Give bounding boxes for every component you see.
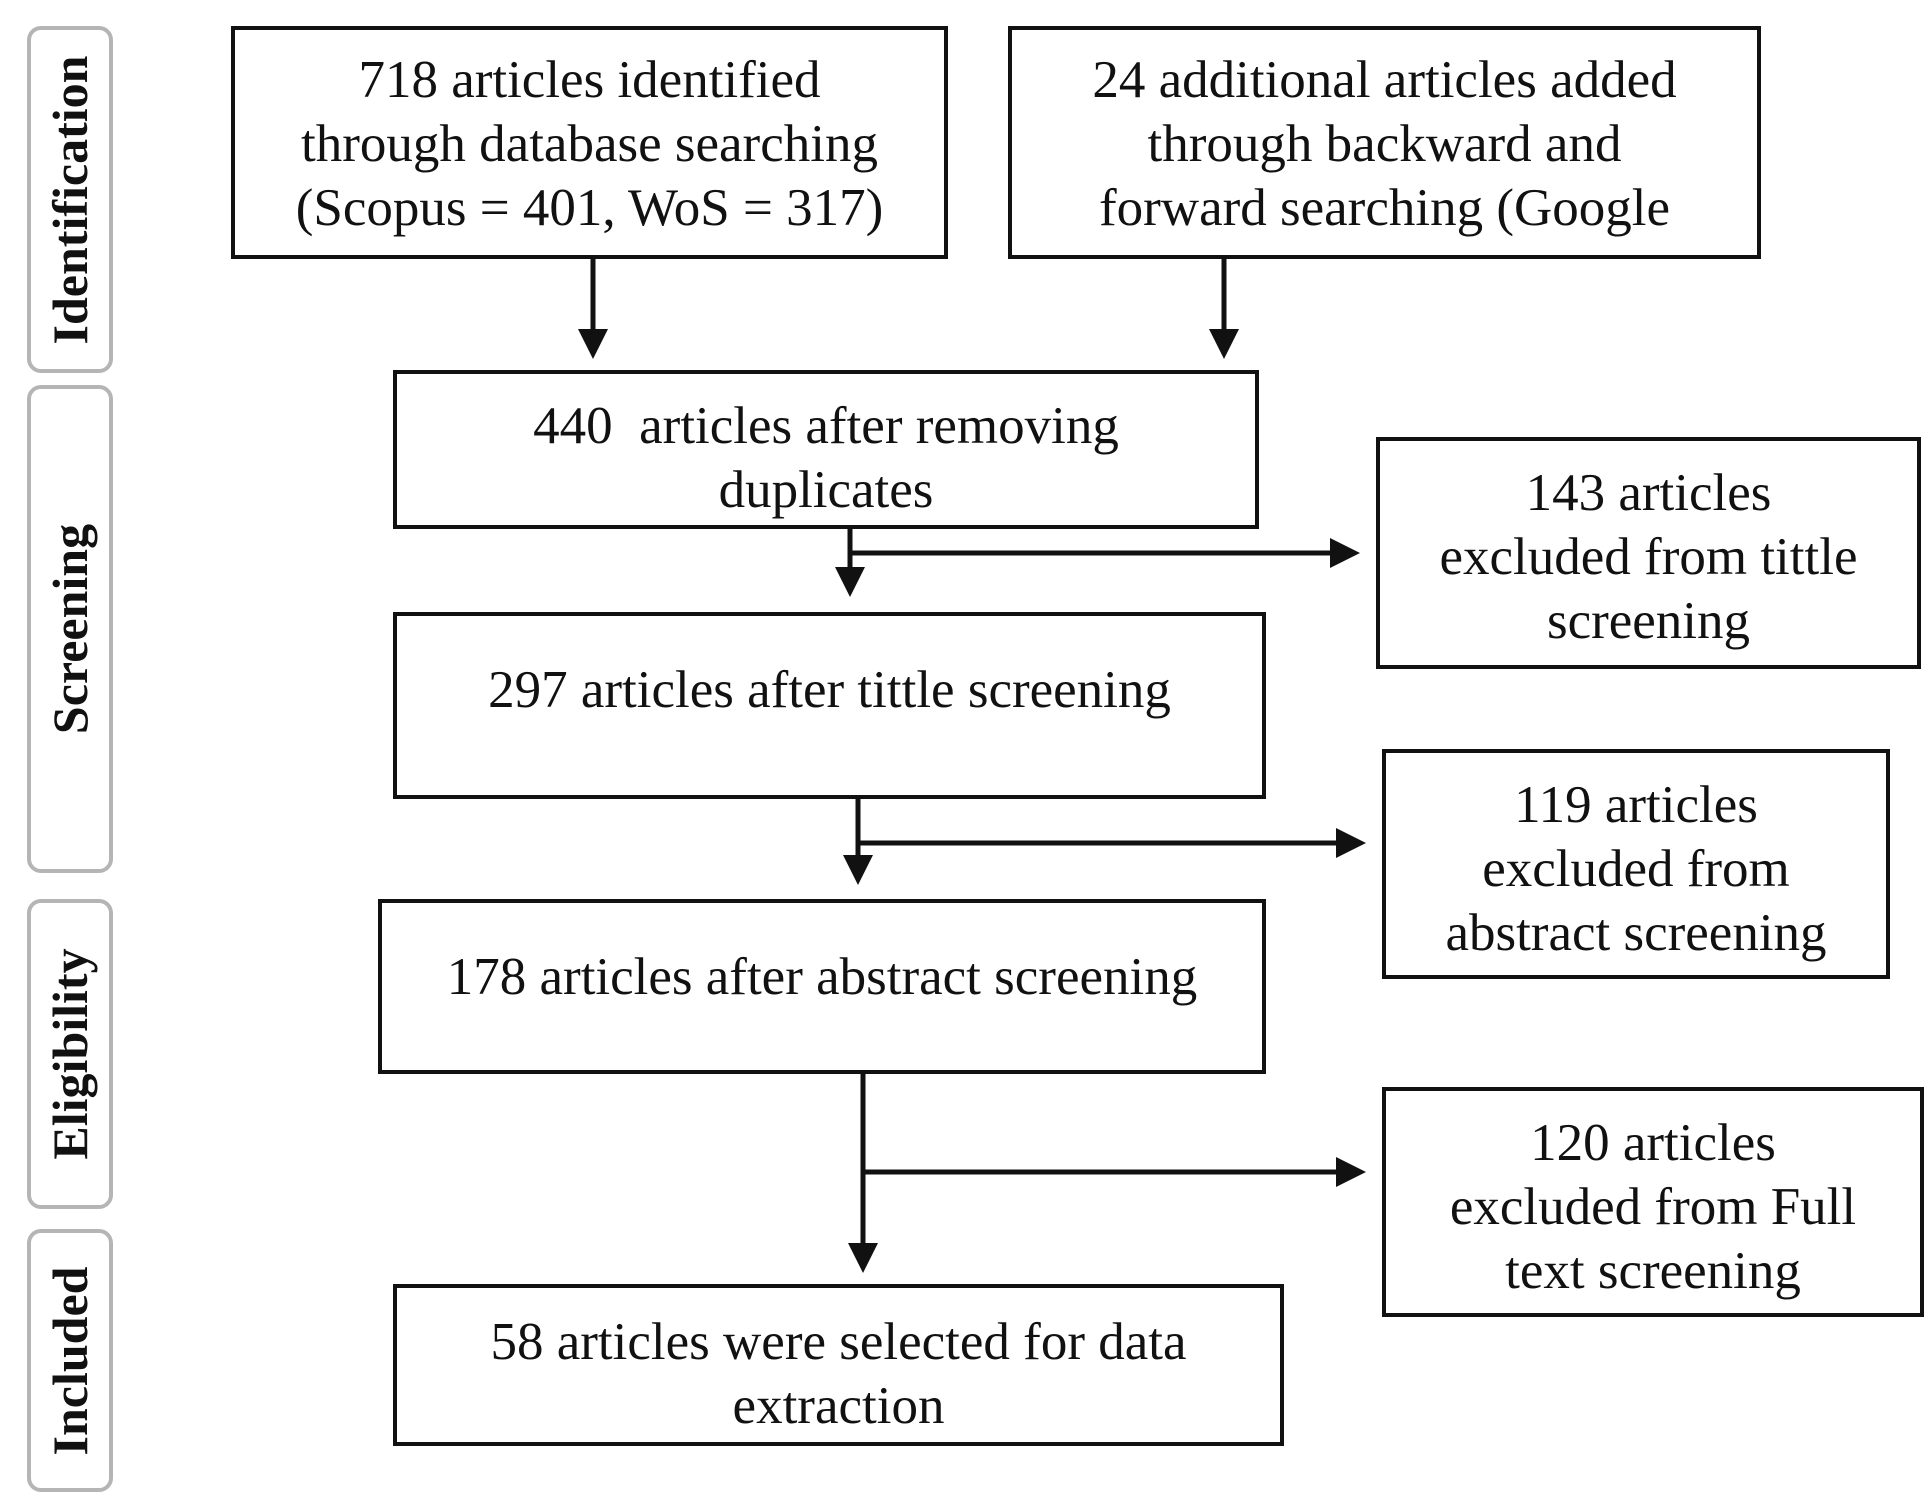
box-text-line: 178 articles after abstract screening	[446, 948, 1198, 1006]
box-text-line: forward searching (Google	[1099, 179, 1670, 237]
box-excluded-fulltext: 120 articles excluded from Full text scr…	[1382, 1087, 1924, 1317]
box-text-line: 440 articles after removing	[533, 397, 1119, 455]
stage-included: Included	[27, 1229, 113, 1492]
box-after-title: 297 articles after tittle screening	[393, 612, 1266, 799]
box-text-line: 120 articles	[1530, 1114, 1776, 1172]
stage-eligibility: Eligibility	[27, 899, 113, 1209]
box-text-line: 24 additional articles added	[1092, 51, 1677, 109]
box-selected: 58 articles were selected for data extra…	[393, 1284, 1284, 1446]
box-excluded-abstract: 119 articles excluded from abstract scre…	[1382, 749, 1890, 979]
box-text-line: 297 articles after tittle screening	[488, 661, 1171, 719]
box-text-line: duplicates	[718, 461, 934, 519]
box-text-line: through backward and	[1147, 115, 1622, 173]
box-text-line: 119 articles	[1514, 776, 1758, 834]
stage-identification: Identification	[27, 26, 113, 373]
box-text-line: excluded from tittle	[1439, 528, 1858, 586]
box-after-abstract: 178 articles after abstract screening	[378, 899, 1266, 1074]
box-text-line: through database searching	[301, 115, 878, 173]
box-text-line: (Scopus = 401, WoS = 317)	[295, 179, 884, 237]
box-text-line: excluded from Full	[1449, 1178, 1857, 1236]
box-text-line: screening	[1546, 592, 1751, 650]
box-text-line: 58 articles were selected for data	[490, 1313, 1187, 1371]
box-text-line: 718 articles identified	[358, 51, 821, 109]
box-text-line: excluded from	[1482, 840, 1790, 898]
box-additional-search: 24 additional articles added through bac…	[1008, 26, 1761, 259]
stage-screening: Screening	[27, 385, 113, 873]
box-text-line: extraction	[732, 1377, 945, 1435]
box-text-line: text screening	[1505, 1242, 1801, 1300]
box-database-search: 718 articles identified through database…	[231, 26, 948, 259]
box-excluded-title: 143 articles excluded from tittle screen…	[1376, 437, 1921, 669]
box-text-line: 143 articles	[1525, 464, 1772, 522]
box-after-duplicates: 440 articles after removing duplicates	[393, 370, 1259, 529]
box-text-line: abstract screening	[1445, 904, 1827, 962]
